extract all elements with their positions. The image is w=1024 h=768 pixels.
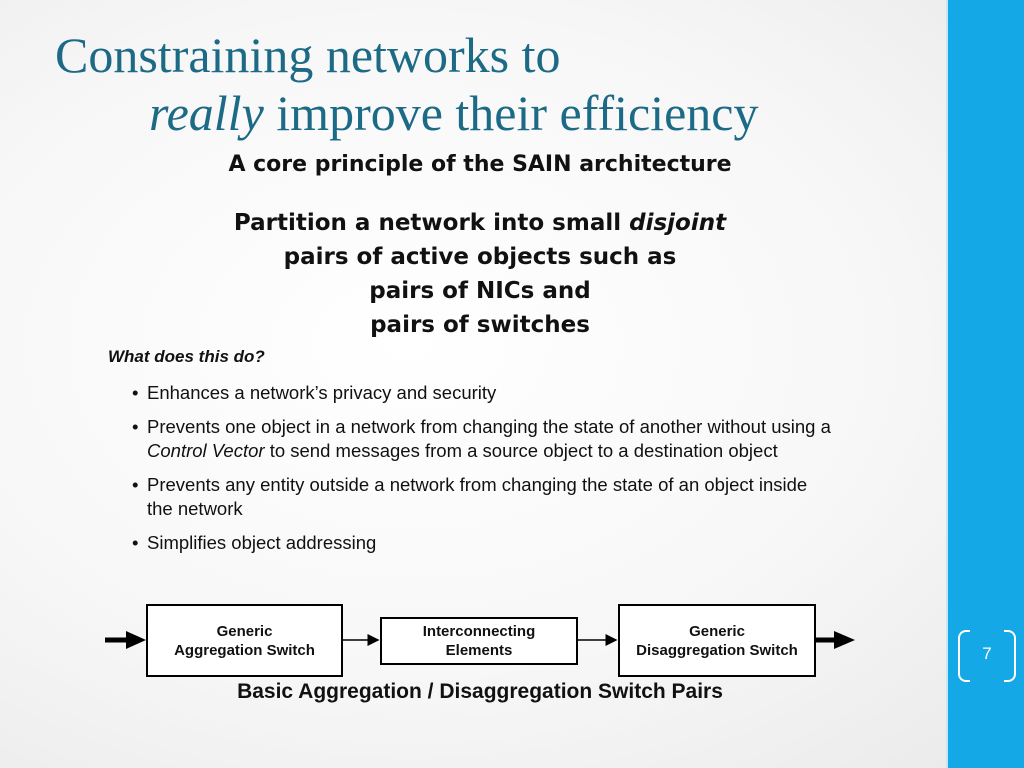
input-arrow [105,631,146,649]
slide-title: Constraining networks to really improve … [55,26,935,142]
box-label-line-1: Generic [216,622,273,640]
interconnecting-elements-box: Interconnecting Elements [380,617,578,665]
box-label-line-2: Disaggregation Switch [636,641,798,659]
output-arrow [816,631,855,649]
subheading: A core principle of the SAIN architectur… [228,152,732,177]
bullet-text: to send messages from a source object to… [264,440,778,461]
left-bracket-icon [958,630,970,682]
bullet-emphasis: Control Vector [147,440,265,461]
aggregation-switch-box: Generic Aggregation Switch [146,604,343,677]
bullet-list: Enhances a network’s privacy and securit… [128,381,838,565]
title-emphasis: really [149,85,264,141]
disaggregation-switch-box: Generic Disaggregation Switch [618,604,816,677]
page-number: 7 [982,644,992,663]
question-heading: What does this do? [108,347,265,366]
box-label-line-1: Generic [689,622,745,640]
principle-emphasis: disjoint [629,210,727,236]
title-line-2-rest: improve their efficiency [263,85,759,141]
principle-line-3: pairs of NICs and [369,278,591,304]
box-label-line-2: Elements [445,642,513,659]
diagram-caption: Basic Aggregation / Disaggregation Switc… [237,680,723,703]
bullet-item: Prevents one object in a network from ch… [128,415,838,463]
bullet-text: Prevents one object in a network from ch… [147,416,831,437]
title-line-1: Constraining networks to [55,27,561,83]
bullet-item: Prevents any entity outside a network fr… [128,473,838,521]
box-label-line-1: Interconnecting [422,623,536,640]
box-label-line-2: Aggregation Switch [174,641,315,659]
principle-line-2: pairs of active objects such as [283,244,677,270]
principle-line-4: pairs of switches [370,312,590,338]
principle-line-1: Partition a network into small disjoint [120,206,840,240]
principle-statement: Partition a network into small disjoint … [120,206,840,342]
principle-line-1-prefix: Partition a network into small [233,210,630,236]
title-line-2: really improve their efficiency [55,84,935,142]
bullet-item: Simplifies object addressing [128,531,838,555]
right-bracket-icon [1004,630,1016,682]
bullet-item: Enhances a network’s privacy and securit… [128,381,838,405]
page-number-badge: 7 [958,630,1016,682]
